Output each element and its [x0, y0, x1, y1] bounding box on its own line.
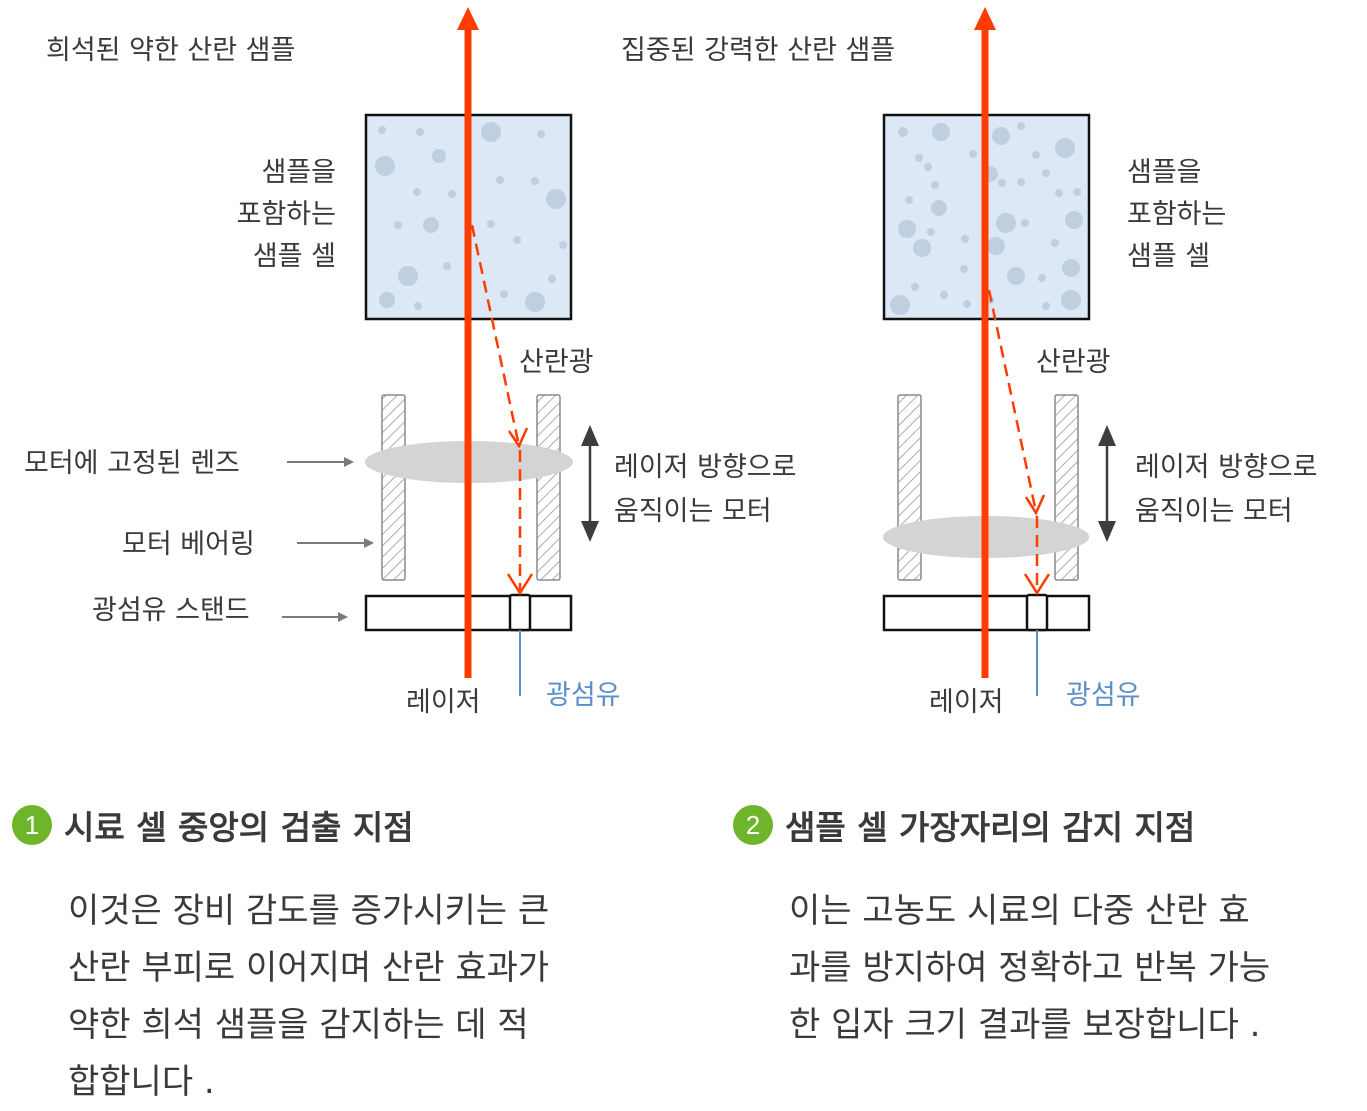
- section-1-body: 이것은 장비 감도를 증가시키는 큰 산란 부피로 이어지며 산란 효과가 약한…: [68, 883, 549, 1111]
- section-2-heading: 2 샘플 셀 가장자리의 감지 지점: [733, 801, 1270, 849]
- section-1-title: 시료 셀 중앙의 검출 지점: [64, 808, 414, 847]
- section-2-title: 샘플 셀 가장자리의 감지 지점: [785, 808, 1196, 847]
- motor-label-line: 레이저 방향으로: [1135, 452, 1318, 483]
- body-line: 과를 방지하여 정확하고 반복 가능: [789, 948, 1271, 988]
- left-scattered-light-label: 산란광: [519, 347, 594, 378]
- fiber-holder: [1025, 593, 1049, 632]
- left-fiber-label: 광섬유: [546, 680, 621, 711]
- bearing-right: [536, 394, 561, 581]
- scattered-light-path: [470, 224, 534, 596]
- section-2: 2 샘플 셀 가장자리의 감지 지점 이는 고농도 시료의 다중 산란 효 과를…: [733, 801, 1270, 1054]
- motor-direction-arrow: [581, 425, 599, 542]
- body-line: 이것은 장비 감도를 증가시키는 큰: [68, 891, 550, 931]
- cell-label-line: 샘플 셀: [252, 241, 336, 272]
- fiber-stand-label: 광섬유 스탠드: [92, 595, 250, 626]
- bearing-left: [381, 394, 406, 581]
- left-panel-title: 희석된 약한 산란 샘플: [46, 35, 296, 66]
- right-sample-cell-label: 샘플을 포함하는 샘플 셀: [1127, 152, 1226, 278]
- right-scattered-light-label: 산란광: [1036, 347, 1111, 378]
- laser-arrow-icon: [974, 7, 996, 30]
- motor-label-line: 움직이는 모터: [1135, 496, 1293, 527]
- right-fiber-label: 광섬유: [1066, 680, 1141, 711]
- cell-label-line: 포함하는: [1127, 199, 1227, 230]
- body-line: 합합니다 .: [68, 1062, 215, 1102]
- cell-label-line: 샘플을: [1127, 157, 1202, 188]
- motor-direction-arrow: [1098, 425, 1116, 542]
- section-1-heading: 1 시료 셀 중앙의 검출 지점: [12, 801, 549, 849]
- body-line: 약한 희석 샘플을 감지하는 데 적: [68, 1005, 529, 1045]
- body-line: 이는 고농도 시료의 다중 산란 효: [789, 891, 1250, 931]
- lens-label: 모터에 고정된 렌즈: [24, 448, 240, 479]
- left-motor-label: 레이저 방향으로 움직이는 모터: [614, 446, 796, 534]
- right-diagram: [882, 7, 1116, 696]
- cell-label-line: 샘플을: [261, 157, 336, 188]
- cell-label-line: 샘플 셀: [1127, 241, 1211, 272]
- body-line: 산란 부피로 이어지며 산란 효과가: [68, 948, 550, 988]
- optical-diagram: [282, 7, 1116, 696]
- bearing-right: [1054, 394, 1079, 581]
- right-laser-label: 레이저: [929, 687, 1004, 718]
- left-diagram: [282, 7, 599, 696]
- fiber-holder: [508, 593, 532, 632]
- right-motor-label: 레이저 방향으로 움직이는 모터: [1135, 446, 1317, 534]
- bearing-label: 모터 베어링: [122, 529, 255, 560]
- number-badge-1: 1: [12, 805, 52, 845]
- section-2-body: 이는 고농도 시료의 다중 산란 효 과를 방지하여 정확하고 반복 가능 한 …: [789, 883, 1270, 1054]
- left-sample-cell-label: 샘플을 포함하는 샘플 셀: [196, 152, 336, 278]
- scattered-light-path: [987, 289, 1051, 596]
- right-panel-title: 집중된 강력한 산란 샘플: [621, 35, 896, 66]
- section-1: 1 시료 셀 중앙의 검출 지점 이것은 장비 감도를 증가시키는 큰 산란 부…: [12, 801, 549, 1111]
- laser-arrow-icon: [457, 7, 479, 30]
- motor-label-line: 움직이는 모터: [614, 496, 772, 527]
- number-badge-2: 2: [733, 805, 773, 845]
- body-line: 한 입자 크기 결과를 보장합니다 .: [789, 1005, 1261, 1045]
- cell-label-line: 포함하는: [236, 199, 336, 230]
- motor-label-line: 레이저 방향으로: [614, 452, 797, 483]
- left-laser-label: 레이저: [406, 687, 481, 718]
